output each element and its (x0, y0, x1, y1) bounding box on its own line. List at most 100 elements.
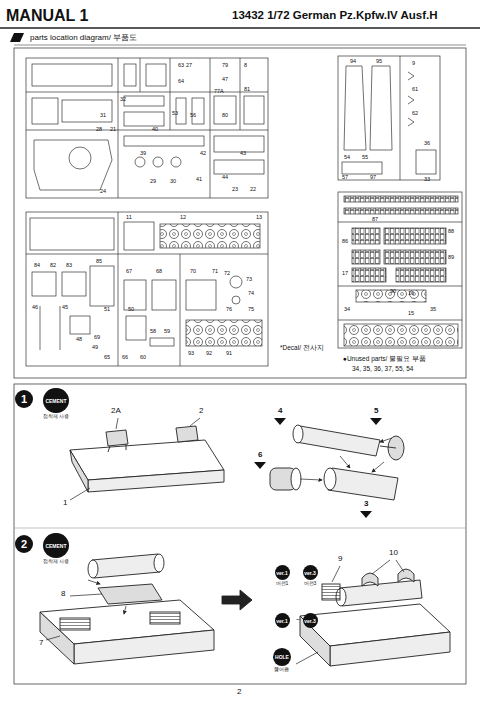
part-number: 13 (256, 214, 262, 220)
callout-number: 8 (60, 590, 66, 599)
part-number: 91 (226, 350, 232, 356)
part-number: 94 (350, 58, 356, 64)
part-number: 89 (448, 254, 454, 260)
part-number: 32 (120, 96, 126, 102)
part-number: 9 (412, 60, 415, 66)
version-badge: ver.3버전3 (303, 565, 318, 587)
part-number: 81 (244, 86, 250, 92)
part-number: 71 (212, 268, 218, 274)
part-number: 55 (362, 154, 368, 160)
part-number: 16 (408, 290, 414, 296)
version-badge: ver.1 (275, 613, 290, 628)
icon-caption: 버전3 (304, 581, 317, 587)
part-number: 46 (32, 304, 38, 310)
callout-number: 1 (62, 499, 68, 508)
icon-caption: 버전1 (276, 581, 289, 587)
part-number: 61 (412, 86, 418, 92)
hole-icon: HOLE뚫어줌 (273, 648, 291, 672)
part-number: 68 (156, 268, 162, 274)
part-number: 65 (104, 354, 110, 360)
part-number: 43 (240, 150, 246, 156)
unused-note: ●Unused parts/ 불필요 부품 (343, 355, 426, 362)
part-number: 39 (140, 150, 146, 156)
cement-icon: CEMENT접착제 사용 (43, 533, 69, 565)
part-number: 15 (408, 310, 414, 316)
hole-icon-text: HOLE (273, 648, 291, 666)
part-number: 35 (430, 306, 436, 312)
part-number: 97 (370, 174, 376, 180)
product-heading: 13432 1/72 German Pz.Kpfw.IV Ausf.H (232, 9, 438, 22)
part-number: 8 (244, 62, 247, 68)
callout-number: 6 (257, 451, 263, 460)
version-badge-text: ver.1 (275, 613, 290, 628)
part-number: 47 (222, 76, 228, 82)
part-number: 88 (448, 228, 454, 234)
step-number-text: 1 (15, 390, 33, 408)
step-number-text: 2 (15, 535, 33, 553)
unused-list: 34, 35, 36, 37, 55, 54 (352, 365, 413, 372)
part-number: 24 (100, 188, 106, 194)
part-number: 31 (100, 112, 106, 118)
icon-caption: 접착제 사용 (43, 559, 69, 565)
part-number: 30 (170, 178, 176, 184)
version-badge-text: ver.1 (275, 565, 290, 580)
part-number: 83 (66, 262, 72, 268)
part-number: 54 (344, 154, 350, 160)
part-number: 76 (226, 306, 232, 312)
part-number: 48 (76, 336, 82, 342)
part-number: 12 (180, 214, 186, 220)
part-number: 27 (186, 62, 192, 68)
callout-number: 4 (277, 407, 283, 416)
version-badge: ver.3 (303, 613, 318, 628)
part-number: 70 (190, 268, 196, 274)
part-number: 72 (224, 270, 230, 276)
cement-icon: CEMENT접착제 사용 (43, 388, 69, 420)
part-number: 41 (196, 176, 202, 182)
part-number: 80 (222, 112, 228, 118)
part-number: 51 (104, 306, 110, 312)
callout-number: 2 (198, 407, 204, 416)
part-number: 62 (412, 110, 418, 116)
part-number: 23 (232, 186, 238, 192)
part-number: 56 (190, 112, 196, 118)
manual-title: MANUAL 1 (6, 7, 88, 25)
part-number: 22 (250, 186, 256, 192)
part-number: 29 (150, 178, 156, 184)
part-number: 50 (128, 306, 134, 312)
part-number: 28 (96, 126, 102, 132)
version-badge-text: ver.3 (303, 565, 318, 580)
step-number: 1 (15, 390, 33, 408)
part-number: 86 (342, 238, 348, 244)
callout-number: 2A (110, 407, 122, 416)
part-number: 95 (376, 58, 382, 64)
part-number: 77A (214, 88, 224, 94)
part-number: 33 (424, 176, 430, 182)
part-number: 73 (246, 276, 252, 282)
part-number: 90 (390, 288, 396, 294)
part-number: 66 (122, 354, 128, 360)
part-number: 84 (34, 262, 40, 268)
part-number: 40 (152, 126, 158, 132)
part-number: 11 (126, 214, 132, 220)
part-number: 45 (62, 304, 68, 310)
version-badge-text: ver.3 (303, 613, 318, 628)
page-number: 2 (237, 688, 241, 697)
part-number: 74 (248, 290, 254, 296)
part-number: 87 (372, 216, 378, 222)
range-tilde: ~ (296, 616, 300, 624)
part-number: 93 (188, 350, 194, 356)
part-number: 63 (178, 62, 184, 68)
part-number: 79 (222, 62, 228, 68)
callout-number: 10 (388, 549, 399, 558)
part-number: 69 (94, 334, 100, 340)
callout-number: 3 (363, 500, 369, 509)
part-number: 60 (140, 354, 146, 360)
part-number: 58 (150, 328, 156, 334)
step-number: 2 (15, 535, 33, 553)
part-number: 42 (200, 150, 206, 156)
part-number: 92 (206, 350, 212, 356)
part-number: 67 (126, 268, 132, 274)
callout-number: 7 (38, 639, 44, 648)
callout-number: 9 (337, 555, 343, 564)
